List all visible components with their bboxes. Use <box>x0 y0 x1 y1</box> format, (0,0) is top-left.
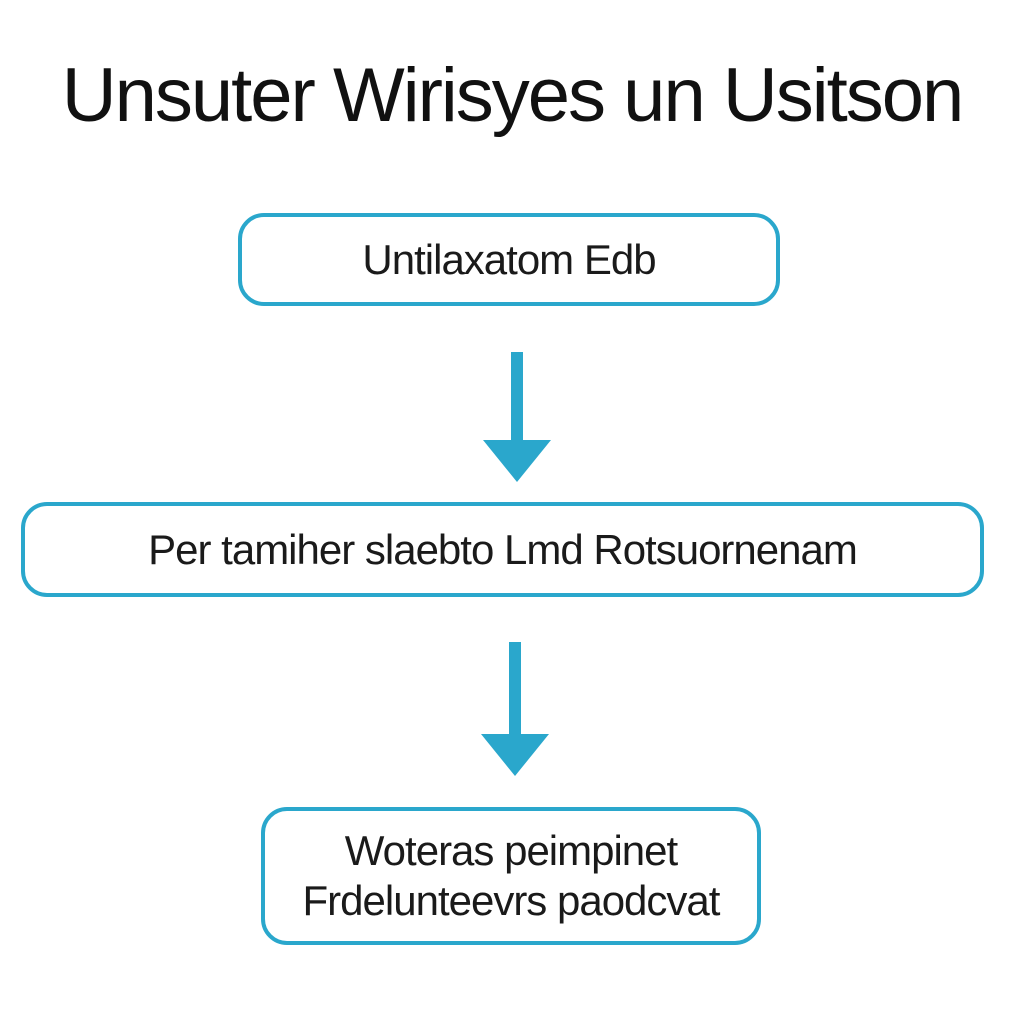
flow-step-3: Woteras peimpinet Frdelunteevrs paodcvat <box>261 807 761 945</box>
flow-step-label-line-1: Woteras peimpinet <box>344 827 678 874</box>
arrow-down-icon <box>481 642 549 776</box>
flow-step-1: Untilaxatom Edb <box>238 213 780 306</box>
flow-step-label: Per tamiher slaebto Lmd Rotsuornenam <box>148 525 858 573</box>
flow-step-label-line-2: Frdelunteevrs paodcvat <box>302 877 721 924</box>
arrow-down-icon <box>483 352 551 482</box>
flow-step-2: Per tamiher slaebto Lmd Rotsuornenam <box>21 502 984 597</box>
page-title: Unsuter Wirisyes un Usitson <box>61 53 965 138</box>
flow-step-label: Untilaxatom Edb <box>362 235 656 283</box>
